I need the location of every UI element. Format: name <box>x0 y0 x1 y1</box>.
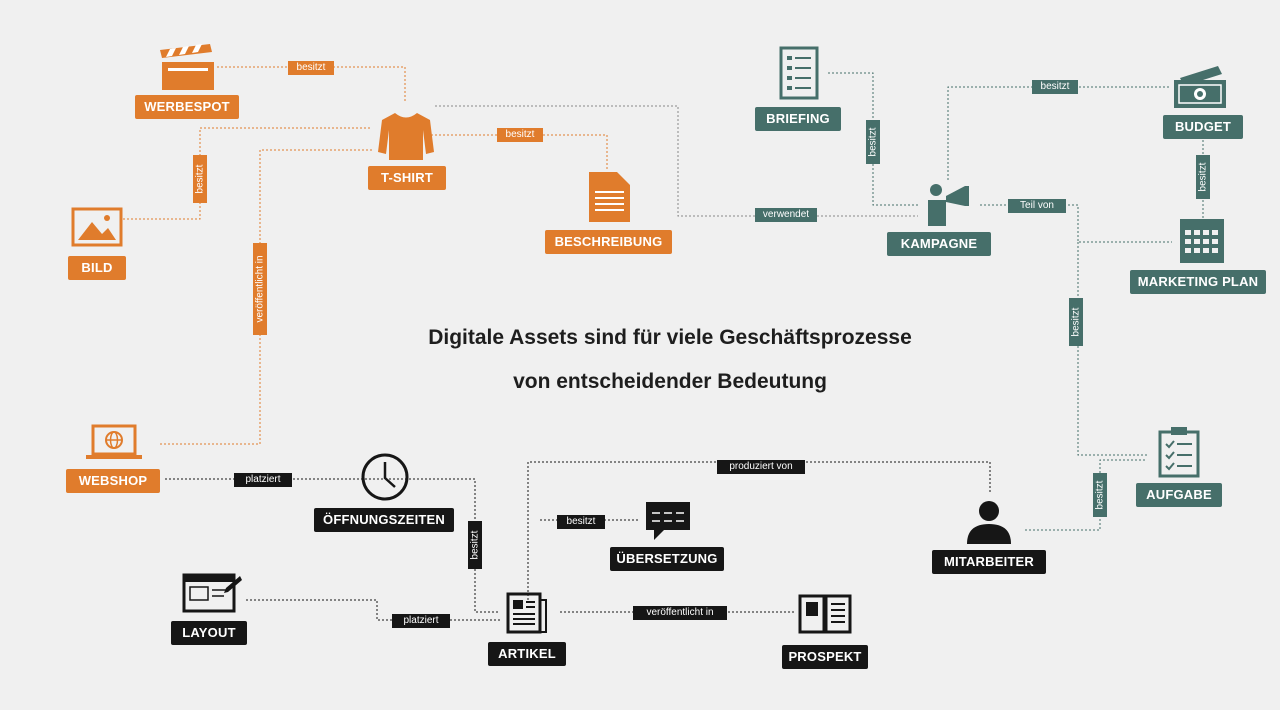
edge-label-tshirt-webshop: veröffentlicht in <box>253 243 267 335</box>
node-budget[interactable]: BUDGET <box>1163 115 1243 139</box>
node-marketing-plan[interactable]: MARKETING PLAN <box>1130 270 1266 294</box>
node-kampagne[interactable]: KAMPAGNE <box>887 232 991 256</box>
edge-label-webshop-oeffnungszeiten: platziert <box>234 473 292 487</box>
edge-label-artikel-uebersetzung: besitzt <box>557 515 605 529</box>
edge-label-artikel-prospekt: veröffentlicht in <box>633 606 727 620</box>
person-icon <box>967 501 1011 544</box>
node-layout[interactable]: LAYOUT <box>171 621 247 645</box>
edge-label-tshirt-beschreibung: besitzt <box>497 128 543 142</box>
open-book-icon <box>798 594 852 634</box>
node-mitarbeiter[interactable]: MITARBEITER <box>932 550 1046 574</box>
node-tshirt[interactable]: T-SHIRT <box>368 166 446 190</box>
node-beschreibung[interactable]: BESCHREIBUNG <box>545 230 672 254</box>
node-bild[interactable]: BILD <box>68 256 126 280</box>
edge-label-kampagne-marketing: Teil von <box>1008 199 1066 213</box>
headline-line-2: von entscheidender Bedeutung <box>513 370 827 393</box>
layout-edit-icon <box>182 573 242 613</box>
node-webshop[interactable]: WEBSHOP <box>66 469 160 493</box>
node-oeffnungszeiten[interactable]: ÖFFNUNGSZEITEN <box>314 508 454 532</box>
checklist-icon <box>779 46 819 100</box>
node-werbespot[interactable]: WERBESPOT <box>135 95 239 119</box>
speech-bubble-icon <box>646 502 690 540</box>
newspaper-icon <box>506 592 547 634</box>
node-briefing[interactable]: BRIEFING <box>755 107 841 131</box>
document-icon <box>589 172 630 222</box>
headline-line-1: Digitale Assets sind für viele Geschäfts… <box>428 326 912 349</box>
node-aufgabe[interactable]: AUFGABE <box>1136 483 1222 507</box>
clipboard-icon <box>1158 427 1200 478</box>
edge-label-kampagne-aufgabe: besitzt <box>1069 298 1083 346</box>
edge-label-briefing-kampagne: besitzt <box>866 120 880 164</box>
calendar-icon <box>1180 219 1224 263</box>
edge-label-kampagne-budget: besitzt <box>1032 80 1078 94</box>
edge-label-tshirt-kampagne: verwendet <box>755 208 817 222</box>
image-icon <box>71 207 123 247</box>
edge-label-mitarbeiter-aufgabe: besitzt <box>1093 473 1107 517</box>
node-prospekt[interactable]: PROSPEKT <box>782 645 868 669</box>
node-artikel[interactable]: ARTIKEL <box>488 642 566 666</box>
edge-label-bild-tshirt: besitzt <box>193 155 207 203</box>
money-icon <box>1174 66 1226 108</box>
clock-icon <box>361 453 409 501</box>
edge-label-budget-marketing: besitzt <box>1196 155 1210 199</box>
clapperboard-icon <box>160 44 214 90</box>
edge-label-werbespot-tshirt: besitzt <box>288 61 334 75</box>
edge-label-oeffnungszeiten-artikel: besitzt <box>468 521 482 569</box>
tshirt-icon <box>378 113 434 160</box>
node-uebersetzung[interactable]: ÜBERSETZUNG <box>610 547 724 571</box>
laptop-globe-icon <box>86 424 142 459</box>
edge-label-artikel-mitarbeiter: produziert von <box>717 460 805 474</box>
edge-label-layout-artikel: platziert <box>392 614 450 628</box>
megaphone-person-icon <box>928 184 969 226</box>
